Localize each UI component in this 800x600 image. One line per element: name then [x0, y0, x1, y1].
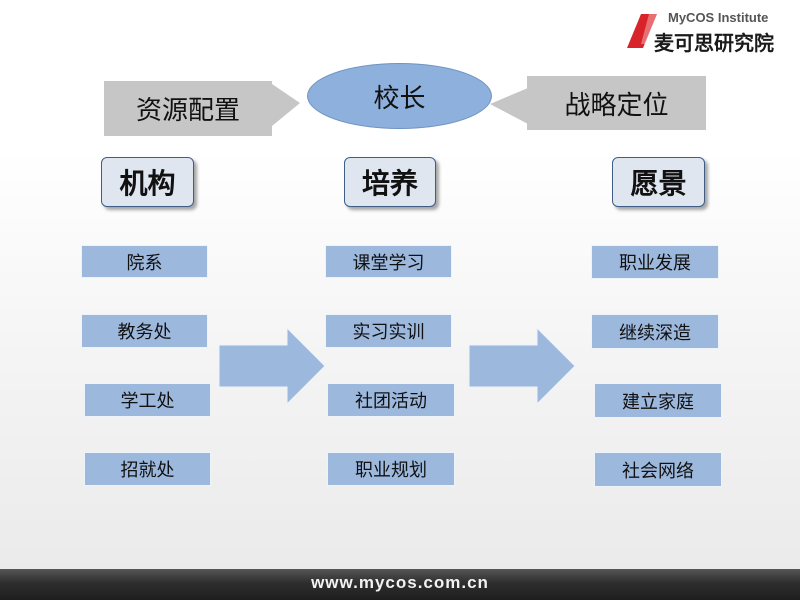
- header-institution: 机构: [101, 157, 194, 207]
- list-item: 教务处: [81, 314, 208, 348]
- footer-bar: [0, 569, 800, 600]
- header-cultivation: 培养: [344, 157, 436, 207]
- logo-english-name: MyCOS Institute: [668, 10, 769, 25]
- list-item: 院系: [81, 245, 208, 278]
- logo-chinese-name: 麦可思研究院: [654, 31, 774, 55]
- list-item: 职业规划: [327, 452, 455, 486]
- list-item: 学工处: [84, 383, 211, 417]
- list-item: 继续深造: [591, 314, 719, 349]
- principal-ellipse: 校长: [307, 63, 492, 129]
- list-item: 招就处: [84, 452, 211, 486]
- list-item: 社会网络: [594, 452, 722, 487]
- right-callout-pointer: [490, 88, 528, 124]
- list-item: 职业发展: [591, 245, 719, 279]
- list-item: 课堂学习: [325, 245, 452, 278]
- left-callout-pointer: [272, 84, 300, 126]
- mycos-logo-mark: [627, 14, 657, 48]
- list-item: 建立家庭: [594, 383, 722, 418]
- flow-arrow-2: [468, 326, 576, 406]
- list-item: 实习实训: [325, 314, 452, 348]
- footer-url[interactable]: www.mycos.com.cn: [311, 573, 489, 592]
- header-vision: 愿景: [612, 157, 705, 207]
- list-item: 社团活动: [327, 383, 455, 417]
- resource-allocation-callout: 资源配置: [104, 81, 272, 136]
- strategic-positioning-callout: 战略定位: [527, 76, 706, 130]
- flow-arrow-1: [218, 326, 326, 406]
